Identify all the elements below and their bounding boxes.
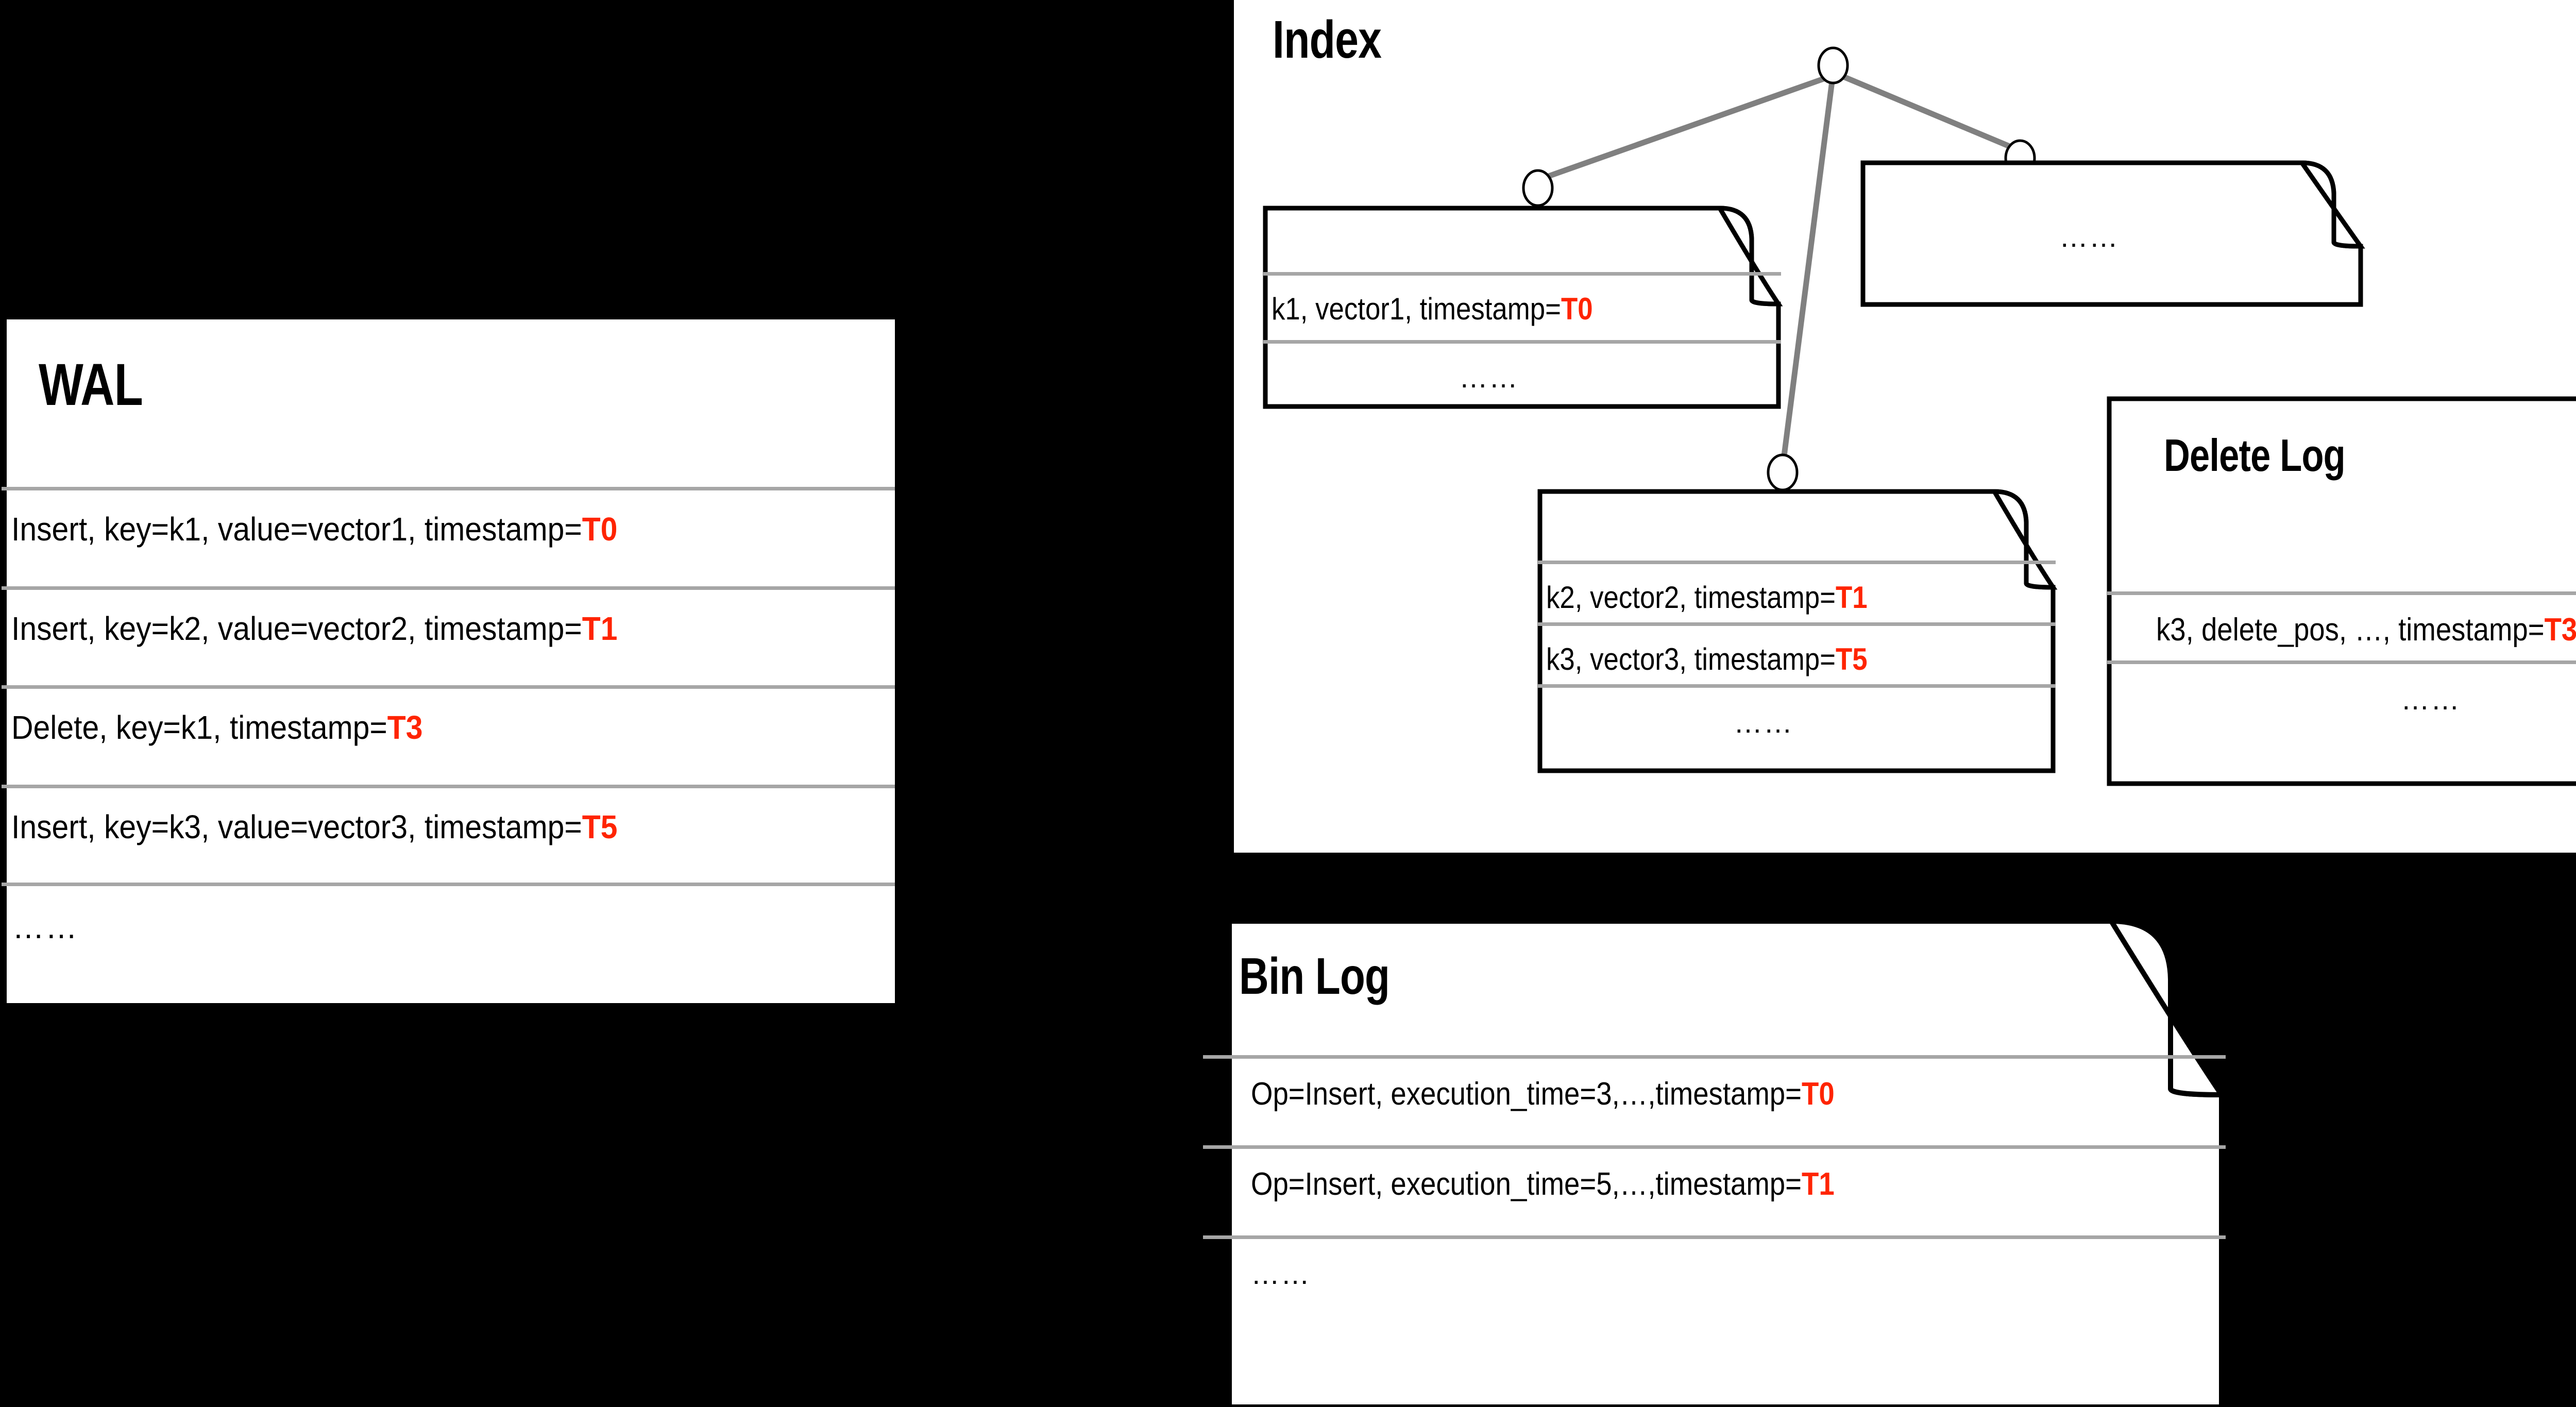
wal-entry-2-timestamp: T3 [387, 709, 423, 746]
wal-separator-2 [2, 685, 895, 689]
bin-log-entry-1-text: Op=Insert, execution_time=5,…,timestamp= [1251, 1166, 1802, 1202]
wal-separator-4 [2, 883, 895, 886]
bin-log-fold-corner-icon [2107, 918, 2227, 1098]
card-separator-top [1263, 272, 1781, 276]
card-fold-corner-icon [1716, 206, 1783, 307]
card-fold-corner-icon [2297, 160, 2365, 249]
index-leaf-k2k3-row-1: k3, vector3, timestamp=T5 [1546, 644, 1868, 675]
bin-log-entry-1: Op=Insert, execution_time=5,…,timestamp=… [1251, 1168, 1835, 1200]
index-leaf-k1-row-0: k1, vector1, timestamp=T0 [1272, 294, 1593, 325]
wal-entry-2-text: Delete, key=k1, timestamp= [11, 709, 387, 746]
index-leaf-card-right: …… [1860, 160, 2365, 307]
card-separator-0 [1538, 561, 2056, 564]
delete-log-row-0-timestamp: T3 [2544, 612, 2576, 648]
delete-log-card: Delete Log k3, delete_pos, …, timestamp=… [2107, 396, 2576, 786]
index-leaf-k2k3-row-0: k2, vector2, timestamp=T1 [1546, 582, 1868, 613]
index-leaf-k1-row-0-text: k1, vector1, timestamp= [1272, 292, 1561, 326]
bin-log-entry-0: Op=Insert, execution_time=3,…,timestamp=… [1251, 1078, 1835, 1110]
index-leaf-k2k3-row-0-text: k2, vector2, timestamp= [1546, 580, 1836, 615]
bin-log-separator-0 [1203, 1055, 2226, 1059]
delete-log-separator-bottom [2107, 660, 2576, 664]
wal-separator-1 [2, 586, 895, 590]
card-fold-corner-icon [1990, 489, 2058, 590]
bin-log-separator-2 [1203, 1235, 2226, 1239]
index-leaf-k2k3-row-0-timestamp: T1 [1835, 580, 1868, 615]
index-leaf-k2k3-more-ellipsis: …… [1734, 706, 1793, 739]
card-document-shape [1537, 489, 2056, 773]
bin-log-more-ellipsis: …… [1251, 1258, 1311, 1290]
card-separator-1 [1538, 622, 2056, 626]
wal-separator-0 [2, 487, 895, 490]
wal-entry-0: Insert, key=k1, value=vector1, timestamp… [11, 513, 618, 546]
delete-log-title: Delete Log [2164, 430, 2346, 481]
wal-entry-1: Insert, key=k2, value=vector2, timestamp… [11, 612, 618, 645]
wal-entry-0-timestamp: T0 [582, 511, 618, 548]
bin-log-title: Bin Log [1239, 947, 1390, 1005]
wal-entry-3: Insert, key=k3, value=vector3, timestamp… [11, 810, 618, 843]
delete-log-row-0-text: k3, delete_pos, …, timestamp= [2156, 612, 2545, 648]
bin-log-entry-0-timestamp: T0 [1801, 1076, 1835, 1112]
index-leaf-k2k3-row-1-timestamp: T5 [1835, 642, 1868, 676]
delete-log-separator-top [2107, 591, 2576, 595]
bin-log-entry-0-text: Op=Insert, execution_time=3,…,timestamp= [1251, 1076, 1802, 1112]
wal-entry-0-text: Insert, key=k1, value=vector1, timestamp… [11, 511, 582, 548]
index-leaf-k1-more-ellipsis: …… [1459, 361, 1519, 394]
bin-log-separator-1 [1203, 1145, 2226, 1149]
index-leaf-card-k2-k3: k2, vector2, timestamp=T1 k3, vector3, t… [1537, 489, 2058, 773]
index-title: Index [1273, 10, 1382, 69]
wal-entry-3-text: Insert, key=k3, value=vector3, timestamp… [11, 808, 582, 845]
wal-entry-3-timestamp: T5 [582, 808, 618, 845]
index-leaf-k2k3-row-1-text: k3, vector3, timestamp= [1546, 642, 1836, 676]
index-leaf-right-more-ellipsis: …… [2059, 221, 2119, 253]
wal-title: WAL [39, 352, 143, 418]
card-separator-2 [1538, 684, 2056, 688]
wal-entry-1-timestamp: T1 [582, 610, 618, 647]
delete-log-more-ellipsis: …… [2401, 683, 2461, 716]
bin-log-panel: Bin Log Op=Insert, execution_time=3,…,ti… [1203, 918, 2227, 1407]
bin-log-entry-1-timestamp: T1 [1801, 1166, 1835, 1202]
wal-separator-3 [2, 785, 895, 788]
wal-entry-2: Delete, key=k1, timestamp=T3 [11, 711, 423, 744]
index-leaf-card-k1: k1, vector1, timestamp=T0 …… [1263, 206, 1783, 409]
wal-more-ellipsis: …… [12, 910, 78, 945]
delete-log-row-0: k3, delete_pos, …, timestamp=T3 [2156, 614, 2576, 646]
wal-entry-1-text: Insert, key=k2, value=vector2, timestamp… [11, 610, 582, 647]
index-leaf-k1-row-0-timestamp: T0 [1561, 292, 1593, 326]
wal-panel [7, 319, 895, 1003]
card-separator-bottom [1263, 340, 1781, 344]
card-document-shape [2107, 396, 2576, 786]
